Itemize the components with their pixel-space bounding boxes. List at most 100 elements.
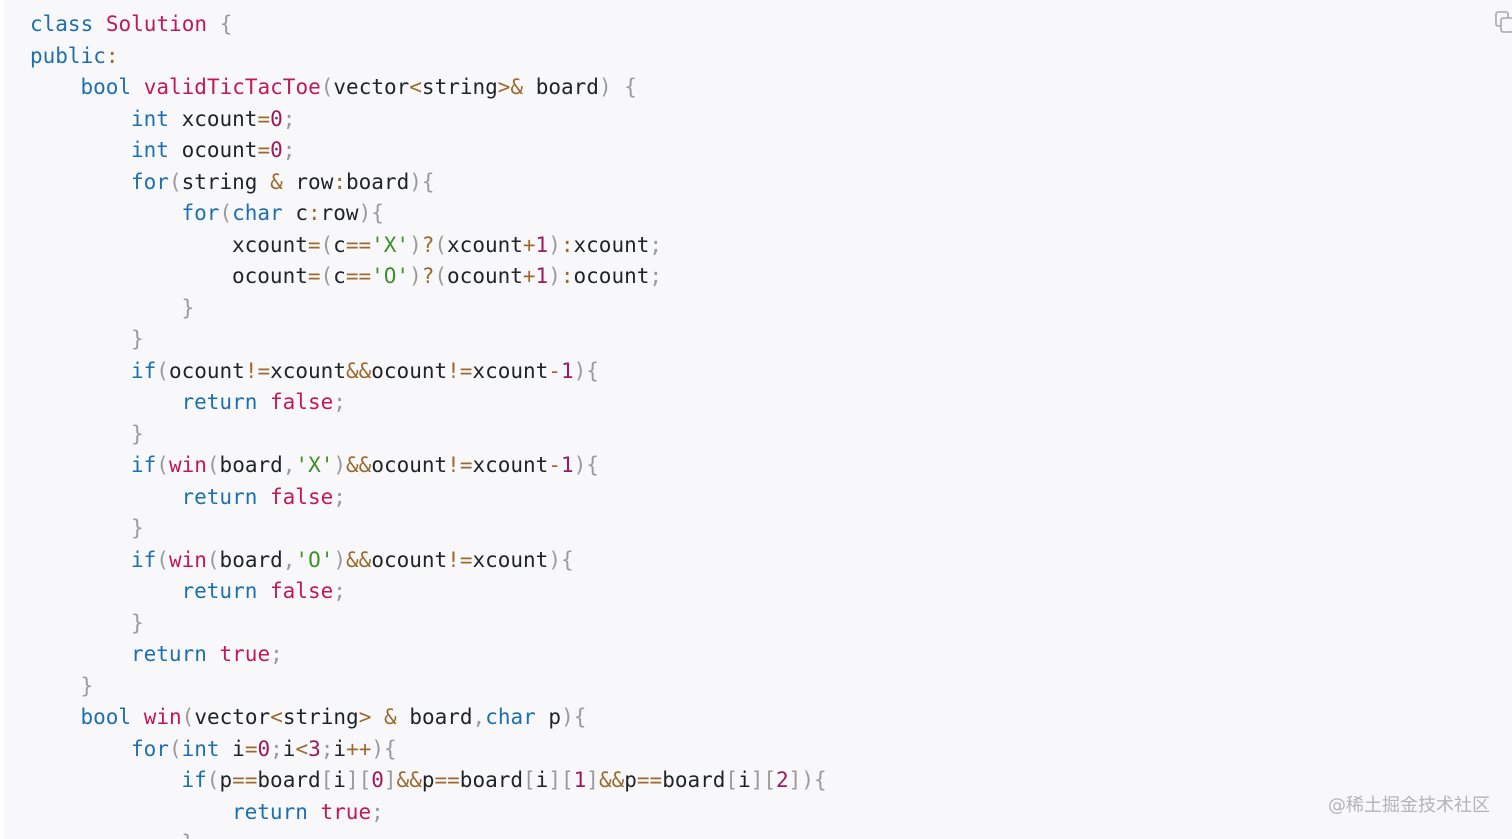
code-token: < xyxy=(295,736,309,761)
code-token: ( xyxy=(434,232,448,257)
code-token: board xyxy=(662,768,726,792)
code-token: && xyxy=(396,768,422,792)
code-token: [ xyxy=(320,768,334,792)
code-token: return xyxy=(131,642,207,666)
code-token: 'X' xyxy=(371,232,410,257)
code-token xyxy=(612,75,625,99)
code-token xyxy=(257,485,270,509)
code-token: ( xyxy=(320,75,334,99)
code-token: for xyxy=(131,169,169,194)
code-token: } xyxy=(131,327,144,351)
code-token: c xyxy=(333,232,346,257)
code-line: public: xyxy=(4,41,827,73)
code-token xyxy=(93,12,106,36)
code-token: ; xyxy=(320,736,334,761)
code-token: win xyxy=(168,453,207,477)
code-token: - xyxy=(548,453,561,477)
code-token xyxy=(257,579,270,603)
code-token: if xyxy=(131,358,157,383)
code-token: ( xyxy=(320,264,334,288)
code-token: } xyxy=(181,295,195,320)
code-token: return xyxy=(232,799,308,824)
code-token: win xyxy=(143,705,182,729)
code-token: } xyxy=(131,421,144,446)
code-token: ocount xyxy=(447,264,523,288)
code-token: 1 xyxy=(560,453,574,477)
code-line: } xyxy=(4,608,827,640)
code-token: for xyxy=(131,736,169,761)
code-token: && xyxy=(346,453,372,477)
copy-icon xyxy=(1495,11,1512,33)
code-token: int xyxy=(181,736,220,761)
code-line: if(ocount!=xcount&&ocount!=xcount-1){ xyxy=(4,356,827,388)
code-line: bool win(vector<string> & board,char p){ xyxy=(4,702,827,734)
code-token: ; xyxy=(333,390,346,414)
code-token: ( xyxy=(168,736,182,761)
code-token: i xyxy=(535,768,549,792)
code-token: i xyxy=(282,736,296,761)
code-block: class Solution {public:bool validTicTacT… xyxy=(4,0,1512,839)
code-token: ; xyxy=(282,106,296,131)
code-line: return false; xyxy=(4,576,827,608)
code-token: class xyxy=(30,12,94,36)
code-token: ocount xyxy=(371,358,448,383)
code-token: ( xyxy=(320,232,334,257)
code-token: bool xyxy=(80,705,132,729)
code-token: ][ xyxy=(548,768,574,792)
code-token: ( xyxy=(181,705,195,729)
code-line: } xyxy=(4,419,827,451)
code-token: { xyxy=(219,12,233,36)
code-token: ) xyxy=(333,453,347,477)
code-token: xcount xyxy=(573,232,650,257)
code-token: board xyxy=(459,768,524,792)
code-token: ? xyxy=(421,232,435,257)
code-token: ( xyxy=(168,169,182,194)
code-token: ][ xyxy=(345,768,372,792)
code-token: ( xyxy=(206,768,220,792)
code-token: false xyxy=(270,579,334,603)
code-token: ) xyxy=(409,264,422,288)
code-token: xcount xyxy=(472,453,549,477)
code-line: return true; xyxy=(4,639,827,671)
code-token: : xyxy=(560,264,574,288)
code-token: ){ xyxy=(371,736,397,761)
code-token: != xyxy=(447,453,473,477)
code-token: : xyxy=(333,169,346,194)
code-token: ocount xyxy=(232,264,308,288)
code-token: != xyxy=(447,358,473,383)
code-token: ( xyxy=(156,358,169,383)
code-token: xcount xyxy=(447,232,523,257)
code-token: board xyxy=(219,453,283,477)
code-token: ; xyxy=(649,232,663,257)
code-line: if(p==board[i][0]&&p==board[i][1]&&p==bo… xyxy=(4,765,827,797)
code-token: i xyxy=(333,736,347,761)
code-line: bool validTicTacToe(vector<string>& boar… xyxy=(4,72,827,104)
code-token: { xyxy=(624,75,637,99)
code-token: true xyxy=(320,799,372,824)
code-token: 'O' xyxy=(371,264,410,288)
code-token: char xyxy=(232,201,283,225)
code-token: + xyxy=(522,264,536,288)
code-token: ){ xyxy=(358,201,384,225)
code-token: & xyxy=(270,169,283,194)
code-token: ) xyxy=(409,232,422,257)
code-token: == xyxy=(345,232,372,257)
code-token: = xyxy=(257,138,271,162)
code-token: } xyxy=(131,516,144,540)
code-token: false xyxy=(270,390,334,414)
code-token: return xyxy=(181,484,258,509)
code-token: p xyxy=(624,768,637,792)
code-token: + xyxy=(522,232,536,257)
code-token: char xyxy=(485,705,536,729)
code-token: ; xyxy=(282,138,296,162)
code-line: for(string & row:board){ xyxy=(4,167,827,199)
code-token: true xyxy=(219,642,271,666)
copy-button[interactable] xyxy=(1492,10,1512,36)
code-token: board xyxy=(257,768,321,792)
code-token: vector xyxy=(333,75,410,99)
code-token: 1 xyxy=(560,358,574,383)
code-token: != xyxy=(447,547,473,572)
code-content[interactable]: class Solution {public:bool validTicTacT… xyxy=(4,9,827,839)
code-token: ? xyxy=(421,264,435,288)
code-line: if(win(board,'O')&&ocount!=xcount){ xyxy=(4,545,827,577)
